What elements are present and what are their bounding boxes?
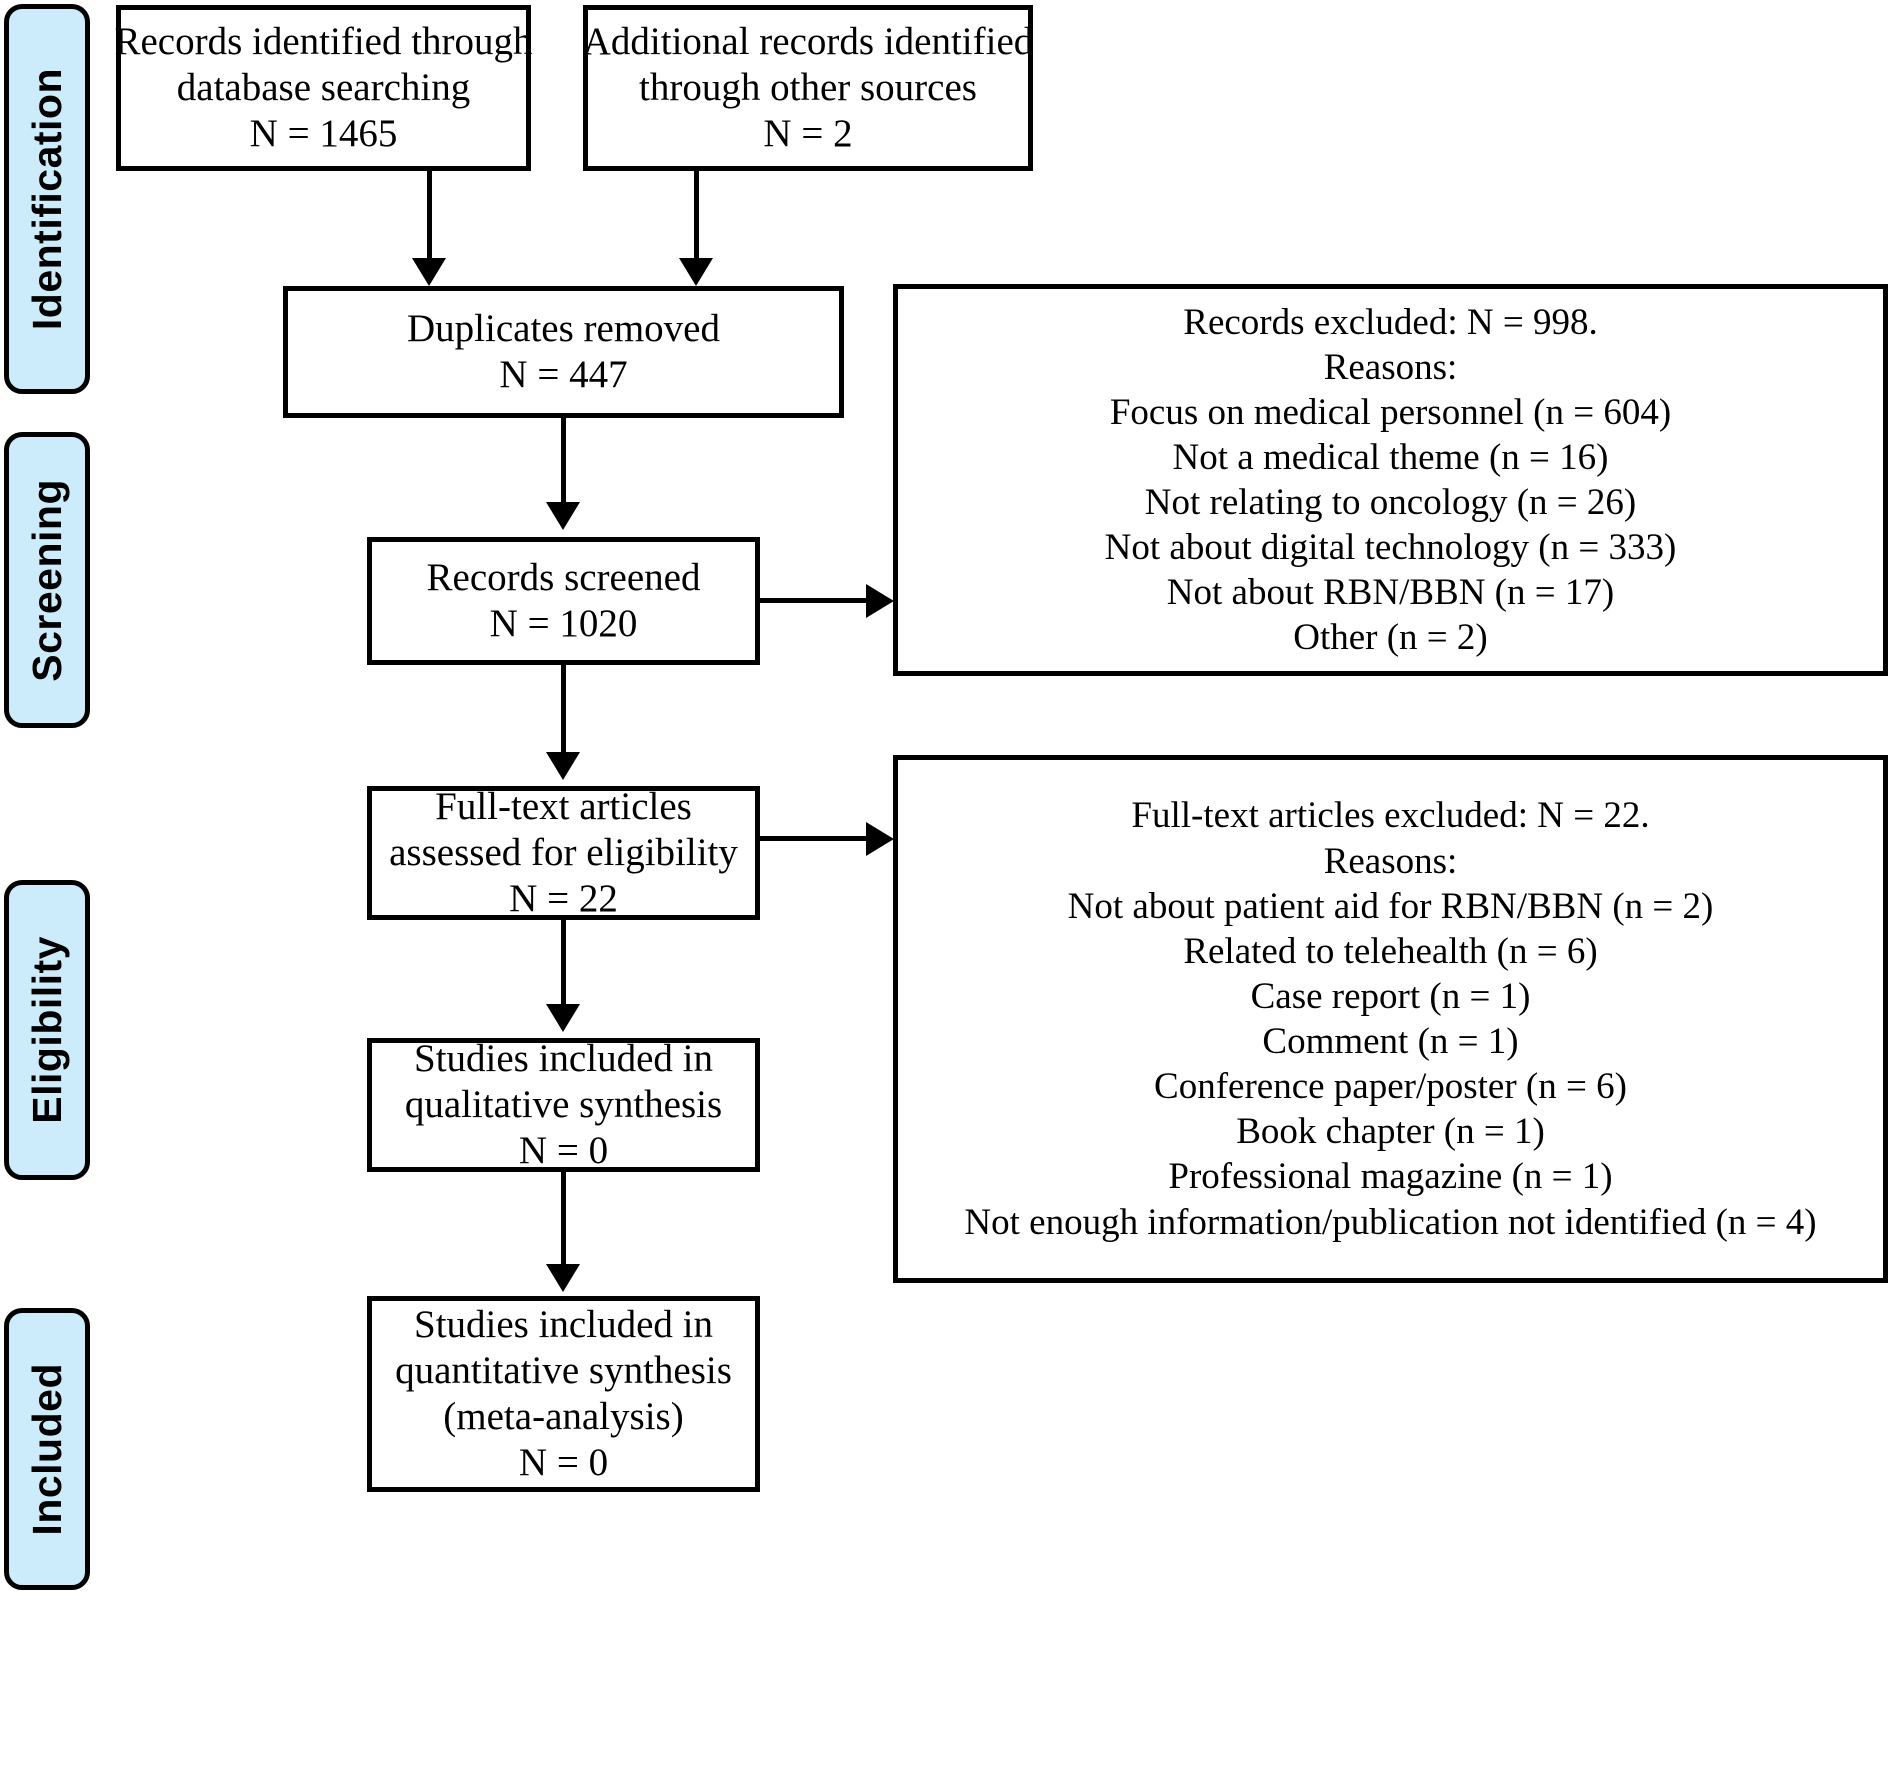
qualitative-synthesis-line-2: qualitative synthesis xyxy=(404,1083,723,1126)
arrowhead-database-to-duplicates xyxy=(412,258,446,286)
connector-qualitative-to-quantitative xyxy=(561,1172,566,1272)
fulltext-excluded-line-5: Case report (n = 1) xyxy=(1250,975,1531,1017)
records-screened-line-2: N = 1020 xyxy=(489,602,638,645)
box-fulltext-excluded: Full-text articles excluded: N = 22. Rea… xyxy=(893,755,1888,1283)
fulltext-excluded-line-7: Conference paper/poster (n = 6) xyxy=(1154,1066,1627,1108)
fulltext-excluded-line-8: Book chapter (n = 1) xyxy=(1236,1111,1545,1153)
stage-tab-eligibility: Eligibility xyxy=(4,880,90,1180)
database-records-line-2: database searching xyxy=(176,65,471,109)
records-excluded-line-7: Not about RBN/BBN (n = 17) xyxy=(1166,572,1615,614)
arrowhead-screened-to-fulltext xyxy=(546,752,580,780)
connector-screened-to-fulltext xyxy=(561,665,566,761)
box-records-excluded: Records excluded: N = 998. Reasons: Focu… xyxy=(893,284,1888,676)
connector-database-to-duplicates xyxy=(427,171,432,273)
fulltext-excluded-line-10: Not enough information/publication not i… xyxy=(964,1201,1817,1243)
records-excluded-line-6: Not about digital technology (n = 333) xyxy=(1104,527,1677,569)
arrowhead-fulltext-to-qualitative xyxy=(546,1004,580,1032)
records-excluded-line-3: Focus on medical personnel (n = 604) xyxy=(1109,391,1672,433)
stage-label-included: Included xyxy=(23,1362,70,1536)
box-records-screened: Records screened N = 1020 xyxy=(367,537,760,665)
box-other-records: Additional records identified through ot… xyxy=(583,5,1033,171)
arrowhead-screened-to-excluded xyxy=(866,584,894,618)
fulltext-excluded-line-1: Full-text articles excluded: N = 22. xyxy=(1131,795,1650,837)
records-screened-line-1: Records screened xyxy=(426,555,701,599)
arrowhead-duplicates-to-screened xyxy=(546,502,580,530)
arrowhead-fulltext-to-excluded xyxy=(866,822,894,856)
connector-fulltext-to-excluded xyxy=(760,836,872,841)
connector-duplicates-to-screened xyxy=(561,418,566,510)
box-fulltext-assessed: Full-text articles assessed for eligibil… xyxy=(367,784,760,921)
stage-label-identification: Identification xyxy=(23,67,70,331)
qualitative-synthesis-line-1: Studies included in xyxy=(414,1036,713,1080)
fulltext-assessed-line-3: N = 22 xyxy=(509,877,618,921)
stage-tab-included: Included xyxy=(4,1308,90,1590)
stage-tab-screening: Screening xyxy=(4,432,90,728)
fulltext-excluded-line-3: Not about patient aid for RBN/BBN (n = 2… xyxy=(1067,885,1714,927)
stage-label-screening: Screening xyxy=(23,478,70,682)
database-records-line-3: N = 1465 xyxy=(249,112,398,155)
arrowhead-other-to-duplicates xyxy=(679,258,713,286)
records-excluded-line-5: Not relating to oncology (n = 26) xyxy=(1144,482,1637,523)
connector-other-to-duplicates xyxy=(694,171,699,273)
records-excluded-line-2: Reasons: xyxy=(1323,346,1458,388)
other-records-line-2: through other sources xyxy=(639,65,977,109)
fulltext-excluded-line-9: Professional magazine (n = 1) xyxy=(1168,1156,1613,1198)
duplicates-removed-line-2: N = 447 xyxy=(499,353,628,396)
fulltext-assessed-line-2: assessed for eligibility xyxy=(389,831,738,874)
fulltext-excluded-line-2: Reasons: xyxy=(1323,840,1458,882)
box-qualitative-synthesis: Studies included in qualitative synthesi… xyxy=(367,1036,760,1173)
fulltext-excluded-line-6: Comment (n = 1) xyxy=(1262,1021,1519,1062)
records-excluded-line-4: Not a medical theme (n = 16) xyxy=(1172,436,1609,478)
qualitative-synthesis-line-3: N = 0 xyxy=(518,1129,609,1173)
database-records-line-1: Records identified through xyxy=(114,19,533,63)
box-duplicates-removed: Duplicates removed N = 447 xyxy=(283,286,844,418)
records-excluded-line-8: Other (n = 2) xyxy=(1293,617,1488,659)
other-records-line-1: Additional records identified xyxy=(582,19,1034,63)
quantitative-synthesis-line-3: (meta-analysis) xyxy=(443,1395,684,1438)
stage-tab-identification: Identification xyxy=(4,4,90,394)
fulltext-excluded-line-4: Related to telehealth (n = 6) xyxy=(1183,930,1598,972)
box-quantitative-synthesis: Studies included in quantitative synthes… xyxy=(367,1296,760,1492)
arrowhead-qualitative-to-quantitative xyxy=(546,1264,580,1292)
connector-fulltext-to-qualitative xyxy=(561,920,566,1012)
quantitative-synthesis-line-2: quantitative synthesis xyxy=(395,1348,732,1392)
stage-label-eligibility: Eligibility xyxy=(23,936,70,1124)
quantitative-synthesis-line-1: Studies included in xyxy=(414,1302,713,1346)
other-records-line-3: N = 2 xyxy=(763,112,853,155)
records-excluded-line-1: Records excluded: N = 998. xyxy=(1183,301,1598,343)
connector-screened-to-excluded xyxy=(760,598,872,603)
fulltext-assessed-line-1: Full-text articles xyxy=(435,784,692,828)
box-database-records: Records identified through database sear… xyxy=(114,5,533,171)
quantitative-synthesis-line-4: N = 0 xyxy=(518,1441,609,1485)
duplicates-removed-line-1: Duplicates removed xyxy=(407,306,720,350)
